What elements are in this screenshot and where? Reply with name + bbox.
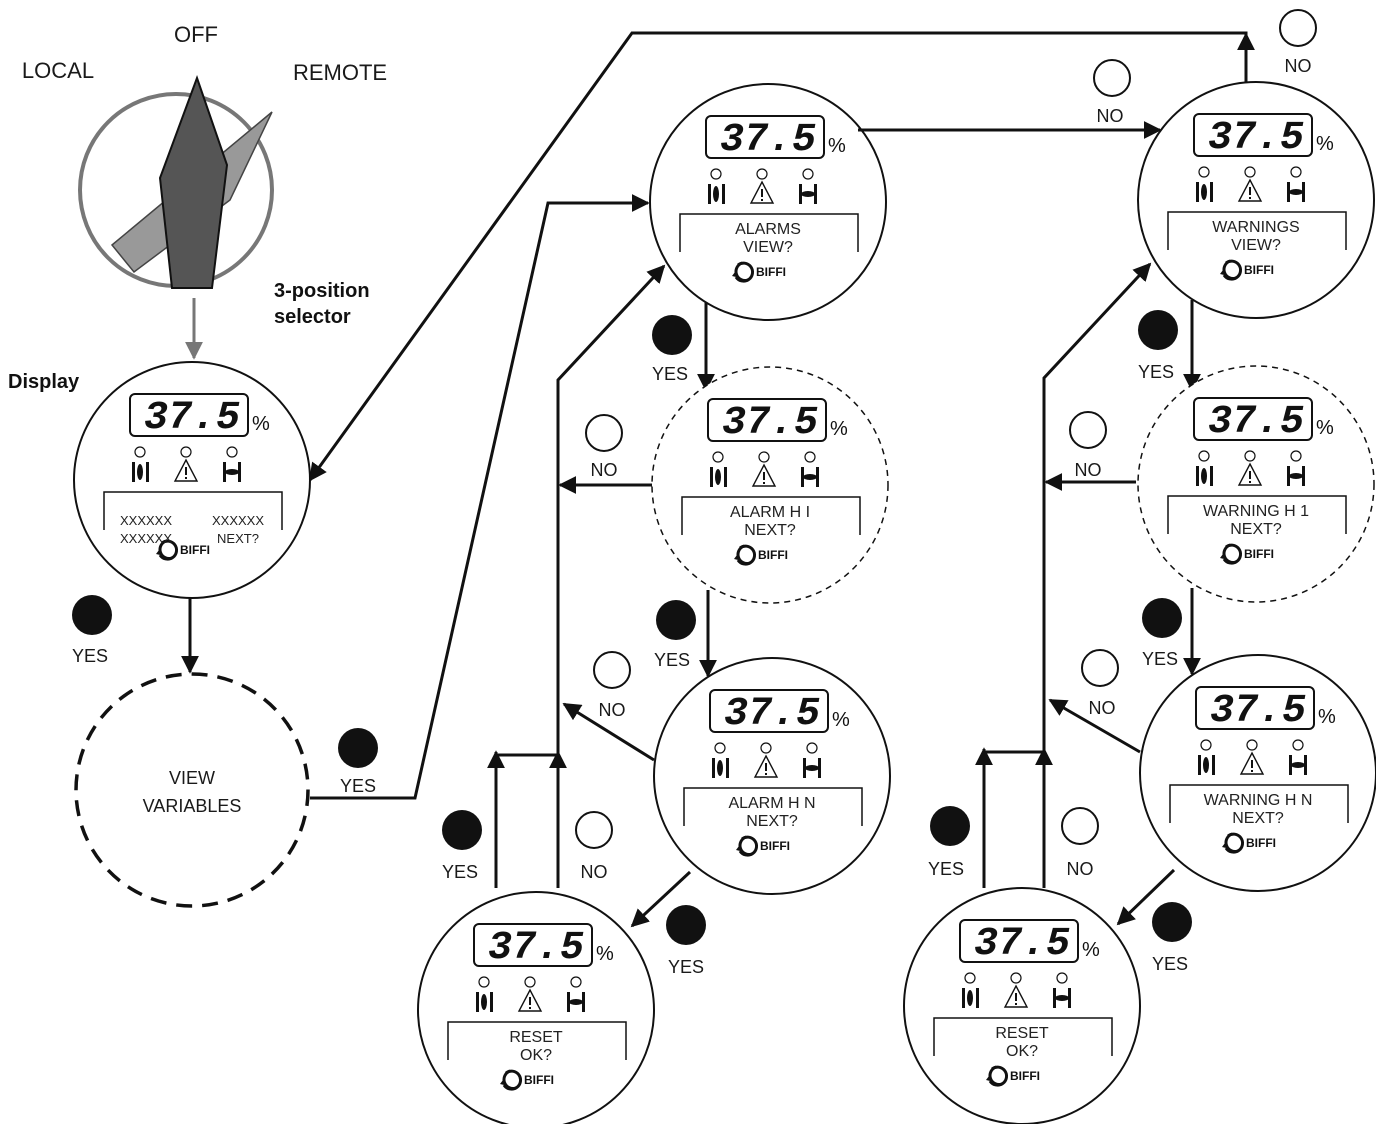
display-warnings-view: 37.5 BIFFI WARNINGS VIEW?	[1137, 81, 1375, 319]
display-warning-n: 37.5 BIFFI WARNING Н N NEXT?	[1139, 654, 1376, 892]
brand-logo: BIFFI	[180, 543, 210, 557]
yes-button-alarm-n[interactable]	[666, 905, 706, 945]
svg-text:37.5: 37.5	[720, 118, 816, 163]
svg-text:BIFFI: BIFFI	[760, 839, 790, 853]
yes-label-main: YES	[72, 646, 108, 666]
svg-text:NO: NO	[1067, 859, 1094, 879]
warnings-view-line1: WARNINGS	[1212, 219, 1299, 236]
svg-text:NO: NO	[1075, 460, 1102, 480]
no-button-alarms[interactable]	[1093, 59, 1131, 97]
warning-n-line2: NEXT?	[1232, 810, 1284, 827]
alarms-view-line2: VIEW?	[743, 239, 793, 256]
warning-n-line1: WARNING Н N	[1204, 792, 1313, 809]
yes-button-main[interactable]	[72, 595, 112, 635]
no-button-warnings-exit[interactable]	[1279, 9, 1317, 47]
display-reset-right: 37.5 BIFFI RESET OK?	[903, 887, 1141, 1124]
screen-line-1a: XXXXXX	[120, 513, 172, 528]
svg-text:YES: YES	[928, 859, 964, 879]
yes-label-view-vars: YES	[340, 776, 376, 796]
no-button-warning-1[interactable]	[1069, 411, 1107, 449]
reset-left-line2: OK?	[520, 1047, 552, 1064]
alarm-n-line2: NEXT?	[746, 813, 798, 830]
remote-label: REMOTE	[293, 60, 387, 85]
svg-text:BIFFI: BIFFI	[1010, 1069, 1040, 1083]
view-variables-line2: VARIABLES	[143, 796, 242, 816]
alarm-1-line2: NEXT?	[744, 522, 796, 539]
warning-1-line1: WARNING Н 1	[1203, 503, 1309, 520]
svg-text:YES: YES	[1152, 954, 1188, 974]
yes-button-warnings[interactable]	[1138, 310, 1178, 350]
svg-text:BIFFI: BIFFI	[1244, 547, 1274, 561]
svg-text:YES: YES	[668, 957, 704, 977]
display-reset-left: 37.5 BIFFI RESET OK?	[417, 891, 655, 1124]
svg-text:BIFFI: BIFFI	[756, 265, 786, 279]
svg-text:BIFFI: BIFFI	[758, 548, 788, 562]
svg-text:37.5: 37.5	[722, 401, 818, 446]
display-alarms-view: 37.5 BIFFI ALARMS VIEW?	[649, 83, 887, 321]
no-button-alarm-1[interactable]	[585, 414, 623, 452]
reset-left-line1: RESET	[509, 1029, 563, 1046]
no-button-alarm-n[interactable]	[593, 651, 631, 689]
no-label-alarms: NO	[1097, 106, 1124, 126]
svg-text:NO: NO	[591, 460, 618, 480]
svg-text:BIFFI: BIFFI	[1244, 263, 1274, 277]
readout-value: 37.5	[144, 396, 240, 441]
screen-line-2a: XXXXXX	[120, 531, 172, 546]
yes-button-reset-right[interactable]	[930, 806, 970, 846]
no-label-warnings-exit: NO	[1285, 56, 1312, 76]
svg-text:YES: YES	[654, 650, 690, 670]
yes-button-alarm-1[interactable]	[656, 600, 696, 640]
no-button-reset-left[interactable]	[575, 811, 613, 849]
display-alarm-n: 37.5 BIFFI ALARM Н N NEXT?	[653, 657, 891, 895]
svg-text:NO: NO	[599, 700, 626, 720]
svg-text:37.5: 37.5	[1210, 689, 1306, 734]
svg-text:NO: NO	[581, 862, 608, 882]
screen-line-2b: NEXT?	[217, 531, 259, 546]
yes-button-view-vars[interactable]	[338, 728, 378, 768]
view-variables-line1: VIEW	[169, 768, 215, 788]
off-label: OFF	[174, 22, 218, 47]
reset-right-line2: OK?	[1006, 1043, 1038, 1060]
warning-1-line2: NEXT?	[1230, 521, 1282, 538]
svg-text:37.5: 37.5	[724, 692, 820, 737]
yes-button-alarms[interactable]	[652, 315, 692, 355]
yes-button-reset-left[interactable]	[442, 810, 482, 850]
no-button-reset-right[interactable]	[1061, 807, 1099, 845]
local-label: LOCAL	[22, 58, 94, 83]
svg-text:37.5: 37.5	[1208, 116, 1304, 161]
screen-line-1b: XXXXXX	[212, 513, 264, 528]
svg-text:YES: YES	[1138, 362, 1174, 382]
svg-text:37.5: 37.5	[488, 926, 584, 971]
yes-button-warning-1[interactable]	[1142, 598, 1182, 638]
selector-caption-1: 3-position	[274, 280, 370, 302]
alarm-1-line1: ALARM Н I	[730, 504, 810, 521]
svg-text:37.5: 37.5	[974, 922, 1070, 967]
no-button-warning-n[interactable]	[1081, 649, 1119, 687]
display-warning-1: 37.5 BIFFI WARNING Н 1 NEXT?	[1137, 365, 1375, 603]
alarm-n-line1: ALARM Н N	[728, 795, 815, 812]
svg-text:BIFFI: BIFFI	[1246, 836, 1276, 850]
selector-switch[interactable]	[78, 75, 274, 289]
display-alarm-1: 37.5 BIFFI ALARM Н I NEXT?	[651, 366, 889, 604]
svg-text:YES: YES	[1142, 649, 1178, 669]
svg-text:YES: YES	[442, 862, 478, 882]
warnings-view-line2: VIEW?	[1231, 237, 1281, 254]
alarms-view-line1: ALARMS	[735, 221, 801, 238]
svg-text:NO: NO	[1089, 698, 1116, 718]
svg-text:YES: YES	[652, 364, 688, 384]
yes-button-warning-n[interactable]	[1152, 902, 1192, 942]
display-main: 37.5 BIFFI XXXXXX XXXXXX XXXXXX NEXT?	[73, 361, 311, 599]
view-variables-node	[74, 672, 310, 908]
svg-text:BIFFI: BIFFI	[524, 1073, 554, 1087]
selector-caption-2: selector	[274, 306, 351, 328]
svg-text:37.5: 37.5	[1208, 400, 1304, 445]
display-label: Display	[8, 371, 80, 393]
reset-right-line1: RESET	[995, 1025, 1049, 1042]
